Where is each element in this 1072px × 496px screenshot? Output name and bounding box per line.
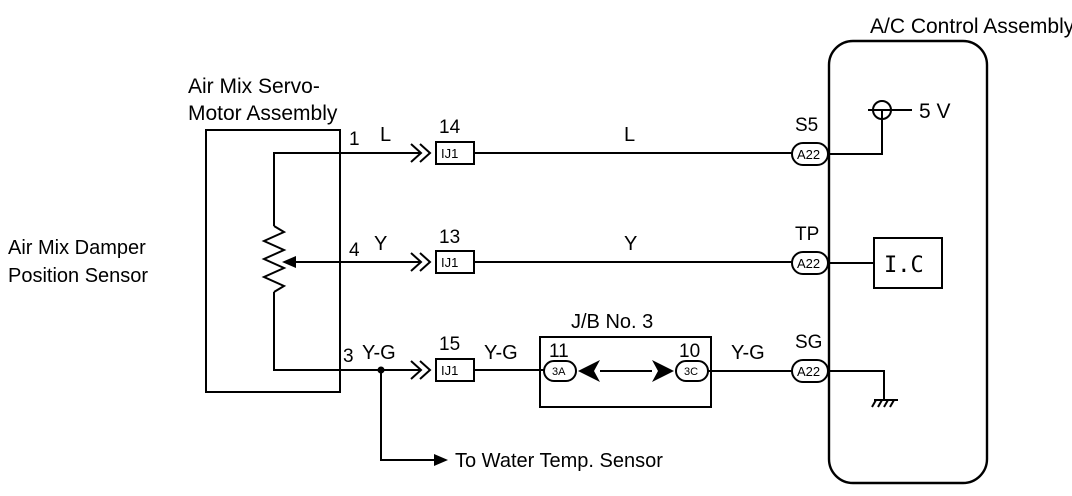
wire-color-y-mid: Y [624,233,637,255]
servo-pin-1: 1 [349,129,360,150]
ic-label: I.C [884,253,924,278]
connector-ij1-bottom-label: IJ1 [441,363,458,378]
pot-top-lead [273,152,346,226]
ac-terminal-sg: SG [795,332,822,353]
connector-pin-14: 14 [439,117,461,138]
voltage-label: 5 V [919,100,951,123]
connector-ij1-mid-label: IJ1 [441,255,458,270]
arrow-right-icon [434,454,448,466]
chevron-right-icon [410,143,423,163]
jb-connector-3a [543,360,577,382]
wire-color-yg-right: Y-G [731,342,765,364]
resistor-icon [261,225,287,293]
sensor-label-line2: Position Sensor [8,265,148,287]
jb-connector-3c-label: 3C [684,366,698,378]
servo-title-line2: Motor Assembly [188,102,338,125]
jb-connector-3a-label: 3A [552,366,566,378]
wire-water-temp-branch [380,370,436,461]
wire-color-y-left: Y [374,233,387,255]
chevron-right-icon [410,252,423,272]
wire-color-l-left: L [380,124,391,146]
connector-pin-13: 13 [439,227,460,248]
chevron-right-icon [419,360,432,380]
ac-connector-a22-bottom-label: A22 [797,364,820,379]
jb-left-pin: 11 [549,341,569,362]
ground-icon [871,399,898,408]
ac-connector-a22-mid-label: A22 [797,256,820,271]
ic-box [873,237,943,289]
chevron-right-icon [419,143,432,163]
servo-pin-3: 3 [343,346,354,367]
chevron-right-icon [419,252,432,272]
wiper-arrow-icon [282,256,296,268]
ac-terminal-s5: S5 [795,115,818,136]
jb-title: J/B No. 3 [571,311,653,333]
ac-terminal-tp: TP [795,224,819,245]
ac-connector-a22-top-label: A22 [797,147,820,162]
wire-color-yg-mid: Y-G [484,342,518,364]
ac-control-title: A/C Control Assembly [870,15,1072,38]
connector-pin-15: 15 [439,334,460,355]
sensor-label-line1: Air Mix Damper [8,237,146,259]
connector-ij1-top-label: IJ1 [441,146,458,161]
wire-color-l-mid: L [624,124,635,146]
ac-control-assembly-box [827,39,989,485]
servo-pin-4: 4 [349,240,360,261]
wire-5v-internal [828,110,883,155]
wire-color-yg-left: Y-G [362,342,396,364]
wire-ground-internal [828,370,885,400]
jb-right-pin: 10 [679,341,700,362]
servo-title-line1: Air Mix Servo- [188,75,320,98]
arrow-right-icon [652,360,674,382]
chevron-right-icon [410,360,423,380]
pot-bottom-lead [273,292,346,371]
arrow-left-icon [578,360,600,382]
water-temp-label: To Water Temp. Sensor [455,450,663,472]
